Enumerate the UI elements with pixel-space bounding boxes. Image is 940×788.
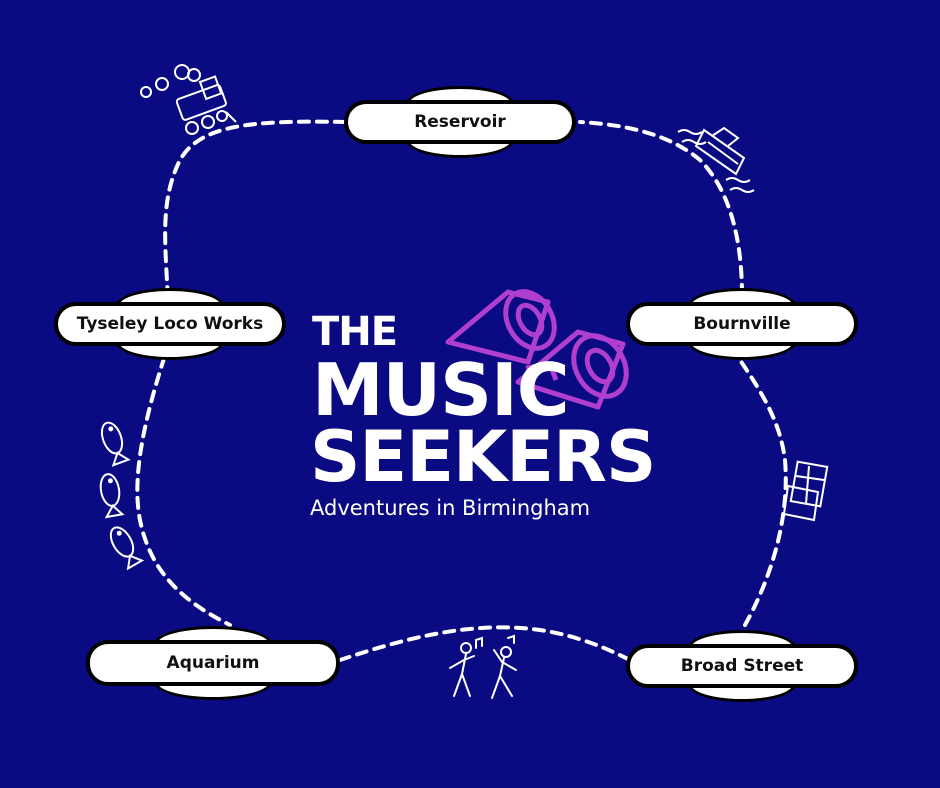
station-pill: Bournville xyxy=(626,302,858,346)
fish-icon xyxy=(99,421,145,571)
title-line-the: THE xyxy=(312,309,398,355)
station-label: Reservoir xyxy=(414,112,506,132)
station-label: Bournville xyxy=(693,314,791,334)
train-icon xyxy=(140,64,237,135)
station-pill: Tyseley Loco Works xyxy=(54,302,286,346)
station-aquarium[interactable]: Aquarium xyxy=(86,626,340,700)
boat-icon xyxy=(677,126,755,193)
station-label: Tyseley Loco Works xyxy=(76,314,264,334)
station-pill: Broad Street xyxy=(626,644,858,688)
station-pill: Reservoir xyxy=(344,100,576,144)
subtitle: Adventures in Birmingham xyxy=(310,496,591,520)
dancers-icon xyxy=(449,634,517,699)
station-broad-street[interactable]: Broad Street xyxy=(626,630,858,702)
station-tyseley-loco-works[interactable]: Tyseley Loco Works xyxy=(54,288,286,360)
station-reservoir[interactable]: Reservoir xyxy=(344,86,576,158)
title-line-seekers: SEEKERS xyxy=(310,416,656,498)
station-label: Broad Street xyxy=(680,656,804,676)
binoculars-icon xyxy=(445,289,629,410)
station-label: Aquarium xyxy=(166,653,260,673)
station-pill: Aquarium xyxy=(86,640,340,686)
route-line xyxy=(135,119,788,662)
chocolate-bar-icon xyxy=(782,460,829,522)
title-line-music: MUSIC xyxy=(312,348,570,432)
station-bournville[interactable]: Bournville xyxy=(626,288,858,360)
